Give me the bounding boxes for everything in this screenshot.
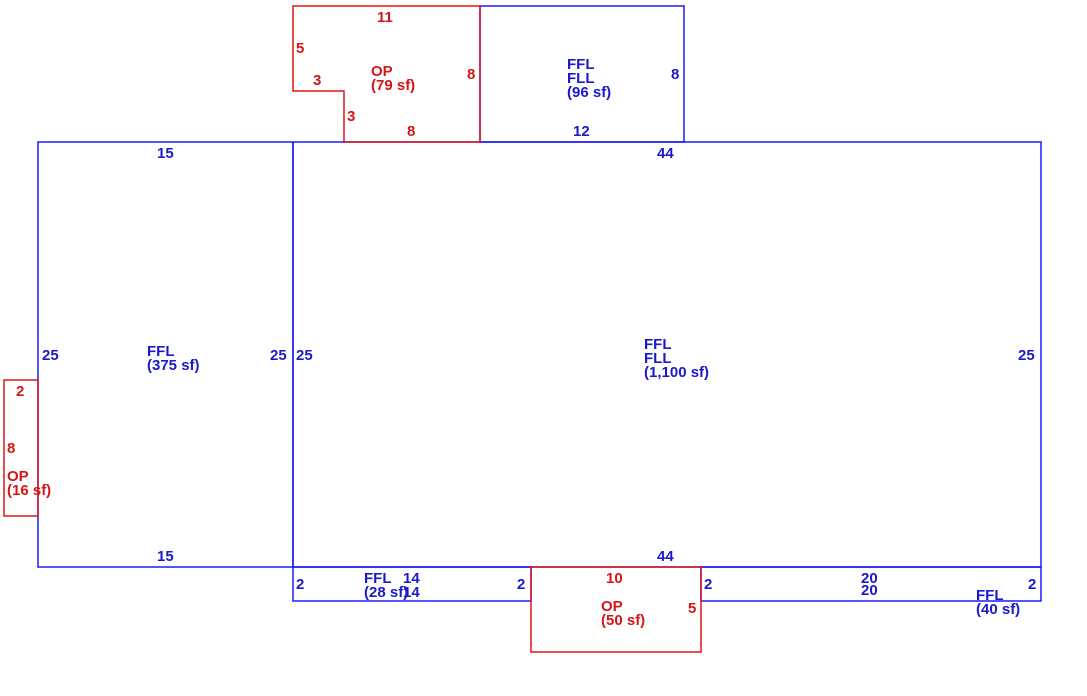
- strip-left-dim-2: 2: [296, 576, 304, 593]
- bottom-ffl-small-name: FFL: [364, 570, 392, 587]
- top-op-dim-right: 8: [467, 66, 475, 83]
- top-op-outline: [292, 5, 481, 143]
- main-name-2: FLL: [644, 350, 672, 367]
- top-op-dim-bottom: 8: [407, 123, 415, 140]
- top-ffl-name-2: FLL: [567, 70, 595, 87]
- strip-mid-dim-2: 2: [517, 576, 525, 593]
- strip-dim-20-b: 20: [861, 582, 878, 599]
- left-ffl-dim-bottom: 15: [157, 548, 174, 565]
- top-ffl-area: (96 sf): [567, 84, 611, 101]
- top-op-dim-step-v: 3: [347, 108, 355, 125]
- bottom-op-outline: [530, 566, 702, 653]
- bottom-op-area: (50 sf): [601, 612, 645, 629]
- left-ffl-dim-left: 25: [42, 347, 59, 364]
- left-ffl-area: (375 sf): [147, 357, 200, 374]
- bottom-op-dim-right: 5: [688, 600, 696, 617]
- main-dim-right: 25: [1018, 347, 1035, 364]
- main-dim-left: 25: [296, 347, 313, 364]
- top-op-dim-top: 11: [377, 9, 393, 26]
- top-ffl-dim-bottom: 12: [573, 123, 590, 140]
- left-ffl-dim-top: 15: [157, 145, 174, 162]
- strip-dim-14-a: 14: [403, 570, 420, 587]
- bottom-op-name: OP: [601, 598, 623, 615]
- bottom-op-dim-top: 10: [606, 570, 623, 587]
- bottom-ffl-right-name: FFL: [976, 587, 1004, 604]
- left-ffl-dim-right: 25: [270, 347, 287, 364]
- top-ffl-name-1: FFL: [567, 56, 595, 73]
- strip-dim-20-a: 20: [861, 570, 878, 587]
- top-op-name: OP: [371, 63, 393, 80]
- strip-dim-14-b: 14: [403, 584, 420, 601]
- main-area: (1,100 sf): [644, 364, 709, 381]
- left-op-outline: [3, 379, 39, 517]
- top-ffl-dim-right: 8: [671, 66, 679, 83]
- top-op-area: (79 sf): [371, 77, 415, 94]
- top-op-dim-left: 5: [296, 40, 304, 57]
- left-ffl-name: FFL: [147, 343, 175, 360]
- strip-right-dim-2b: 2: [1028, 576, 1036, 593]
- bottom-ffl-small-area: (28 sf): [364, 584, 408, 601]
- bottom-ffl-right-area: (40 sf): [976, 601, 1020, 618]
- main-dim-top: 44: [657, 145, 674, 162]
- main-dim-bottom: 44: [657, 548, 674, 565]
- left-op-area: (16 sf): [7, 482, 51, 499]
- left-op-dim-top: 2: [16, 383, 24, 400]
- main-name-1: FFL: [644, 336, 672, 353]
- left-op-name: OP: [7, 468, 29, 485]
- top-op-dim-step-h: 3: [313, 72, 321, 89]
- left-op-dim-left: 8: [7, 440, 15, 457]
- strip-right-dim-2a: 2: [704, 576, 712, 593]
